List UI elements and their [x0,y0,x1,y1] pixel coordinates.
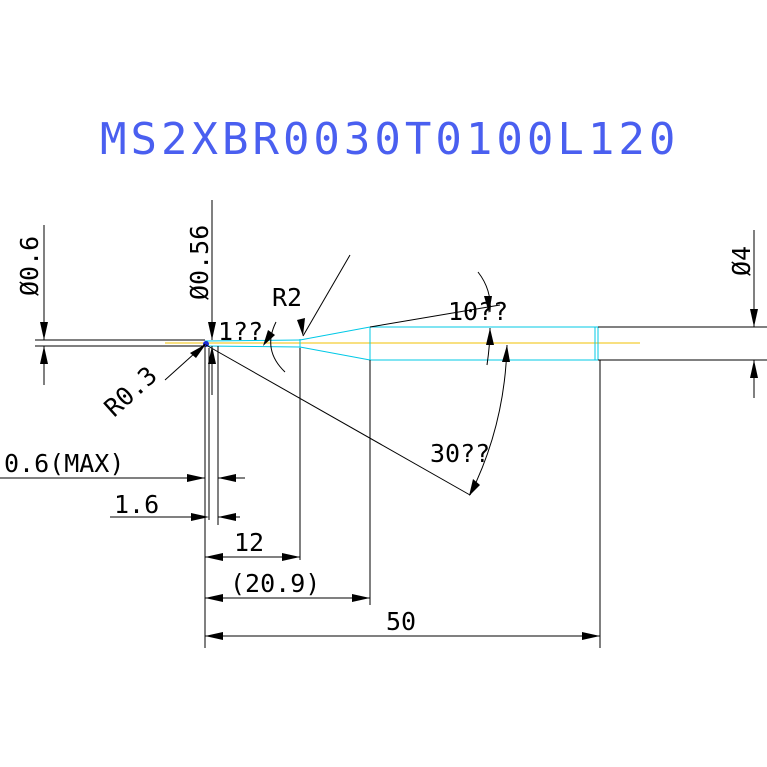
part-number-title: MS2XBR0030T0100L120 [100,114,679,165]
label-12: 12 [234,528,264,557]
label-angle-30: 30?? [430,439,490,468]
label-1-6: 1.6 [114,490,159,519]
label-50: 50 [386,607,416,636]
label-angle-10: 10?? [448,297,508,326]
dimension-lines [0,200,767,648]
label-d-0-6: Ø0.6 [15,236,44,296]
label-d-4: Ø4 [727,246,756,276]
label-r-2: R2 [272,283,302,312]
label-r-0-3: R0.3 [99,361,163,423]
label-0-6-max: 0.6(MAX) [4,449,124,478]
label-angle-1: 1?? [218,317,263,346]
tool-profile [204,326,599,361]
dimension-labels: Ø0.6 Ø0.56 Ø4 R2 R0.3 1?? 10?? 30?? 0.6(… [4,225,756,636]
label-d-0-56: Ø0.56 [185,225,214,300]
label-20-9: (20.9) [230,569,320,598]
arrowheads [40,296,758,640]
